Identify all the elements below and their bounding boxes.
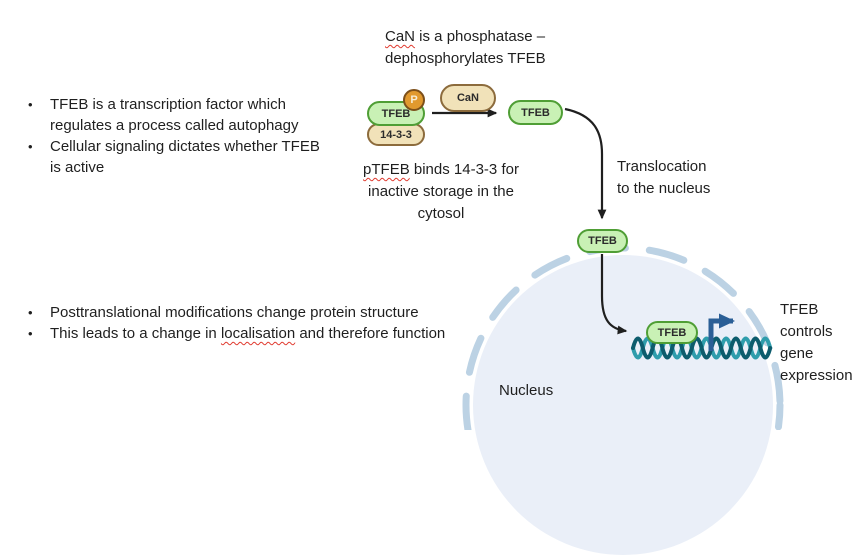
bullet-list-top: • TFEB is a transcription factor which r… — [28, 94, 358, 178]
tfeb-pill-translocating: TFEB — [577, 229, 628, 253]
tfeb-pill-nucleus: TFEB — [646, 321, 698, 344]
ptfeb-note-line3: cytosol — [417, 205, 465, 222]
fourteen-three-three-label: 14-3-3 — [380, 128, 412, 141]
can-note-line1: CaN is a phosphatase – — [385, 28, 546, 45]
bullet-text: TFEB is a transcription factor which reg… — [50, 96, 299, 134]
can-note: CaN is a phosphatase – dephosphorylates … — [385, 26, 585, 70]
bullet-item: • Posttranslational modifications change… — [28, 302, 498, 323]
can-word: CaN — [385, 28, 416, 45]
phosphate-badge: P — [403, 89, 425, 111]
bullet-text: Posttranslational modifications change p… — [50, 304, 419, 321]
can-pill: CaN — [440, 84, 496, 112]
tfeb-pill-dephosphorylated: TFEB — [508, 100, 563, 125]
bullet-dot: • — [28, 326, 33, 341]
tfeb-label: TFEB — [588, 235, 617, 247]
tfeb-label: TFEB — [381, 107, 411, 120]
ptfeb-note-line1: pTFEB binds 14-3-3 for — [363, 161, 519, 178]
bullet-item: • Cellular signaling dictates whether TF… — [28, 136, 358, 178]
bullet-dot: • — [28, 305, 33, 320]
translocation-label: Translocation to the nucleus — [617, 158, 711, 197]
bullet-text: Cellular signaling dictates whether TFEB… — [50, 138, 320, 176]
can-note-line2: dephosphorylates TFEB — [385, 50, 546, 67]
localisation-word: localisation — [220, 325, 296, 342]
ptfeb-note-line2: inactive storage in the — [368, 183, 514, 200]
phosphate-label: P — [410, 94, 418, 106]
bullet-text: This leads to a change in localisation a… — [50, 325, 446, 342]
fourteen-three-three-pill: 14-3-3 — [367, 123, 425, 146]
ptfeb-note: pTFEB binds 14-3-3 for inactive storage … — [353, 159, 529, 225]
bullet-item: • TFEB is a transcription factor which r… — [28, 94, 358, 136]
can-label: CaN — [456, 92, 479, 104]
bullet-dot: • — [28, 139, 33, 154]
tfeb-label: TFEB — [521, 106, 550, 119]
tfeb-label: TFEB — [657, 326, 687, 339]
bullet-dot: • — [28, 97, 33, 112]
bullet-item: • This leads to a change in localisation… — [28, 323, 498, 344]
gene-expression-note: TFEB controls gene expression — [780, 301, 853, 384]
nucleus-body — [473, 255, 773, 555]
ptfeb-word: pTFEB — [363, 161, 410, 178]
translocation-arrow — [564, 107, 607, 220]
nucleus-label: Nucleus — [499, 382, 554, 399]
slide: TFEB 14-3-3 P CaN TFEB TFEB TFEB CaN is … — [28, 26, 853, 555]
bullet-list-bottom: • Posttranslational modifications change… — [28, 302, 498, 344]
